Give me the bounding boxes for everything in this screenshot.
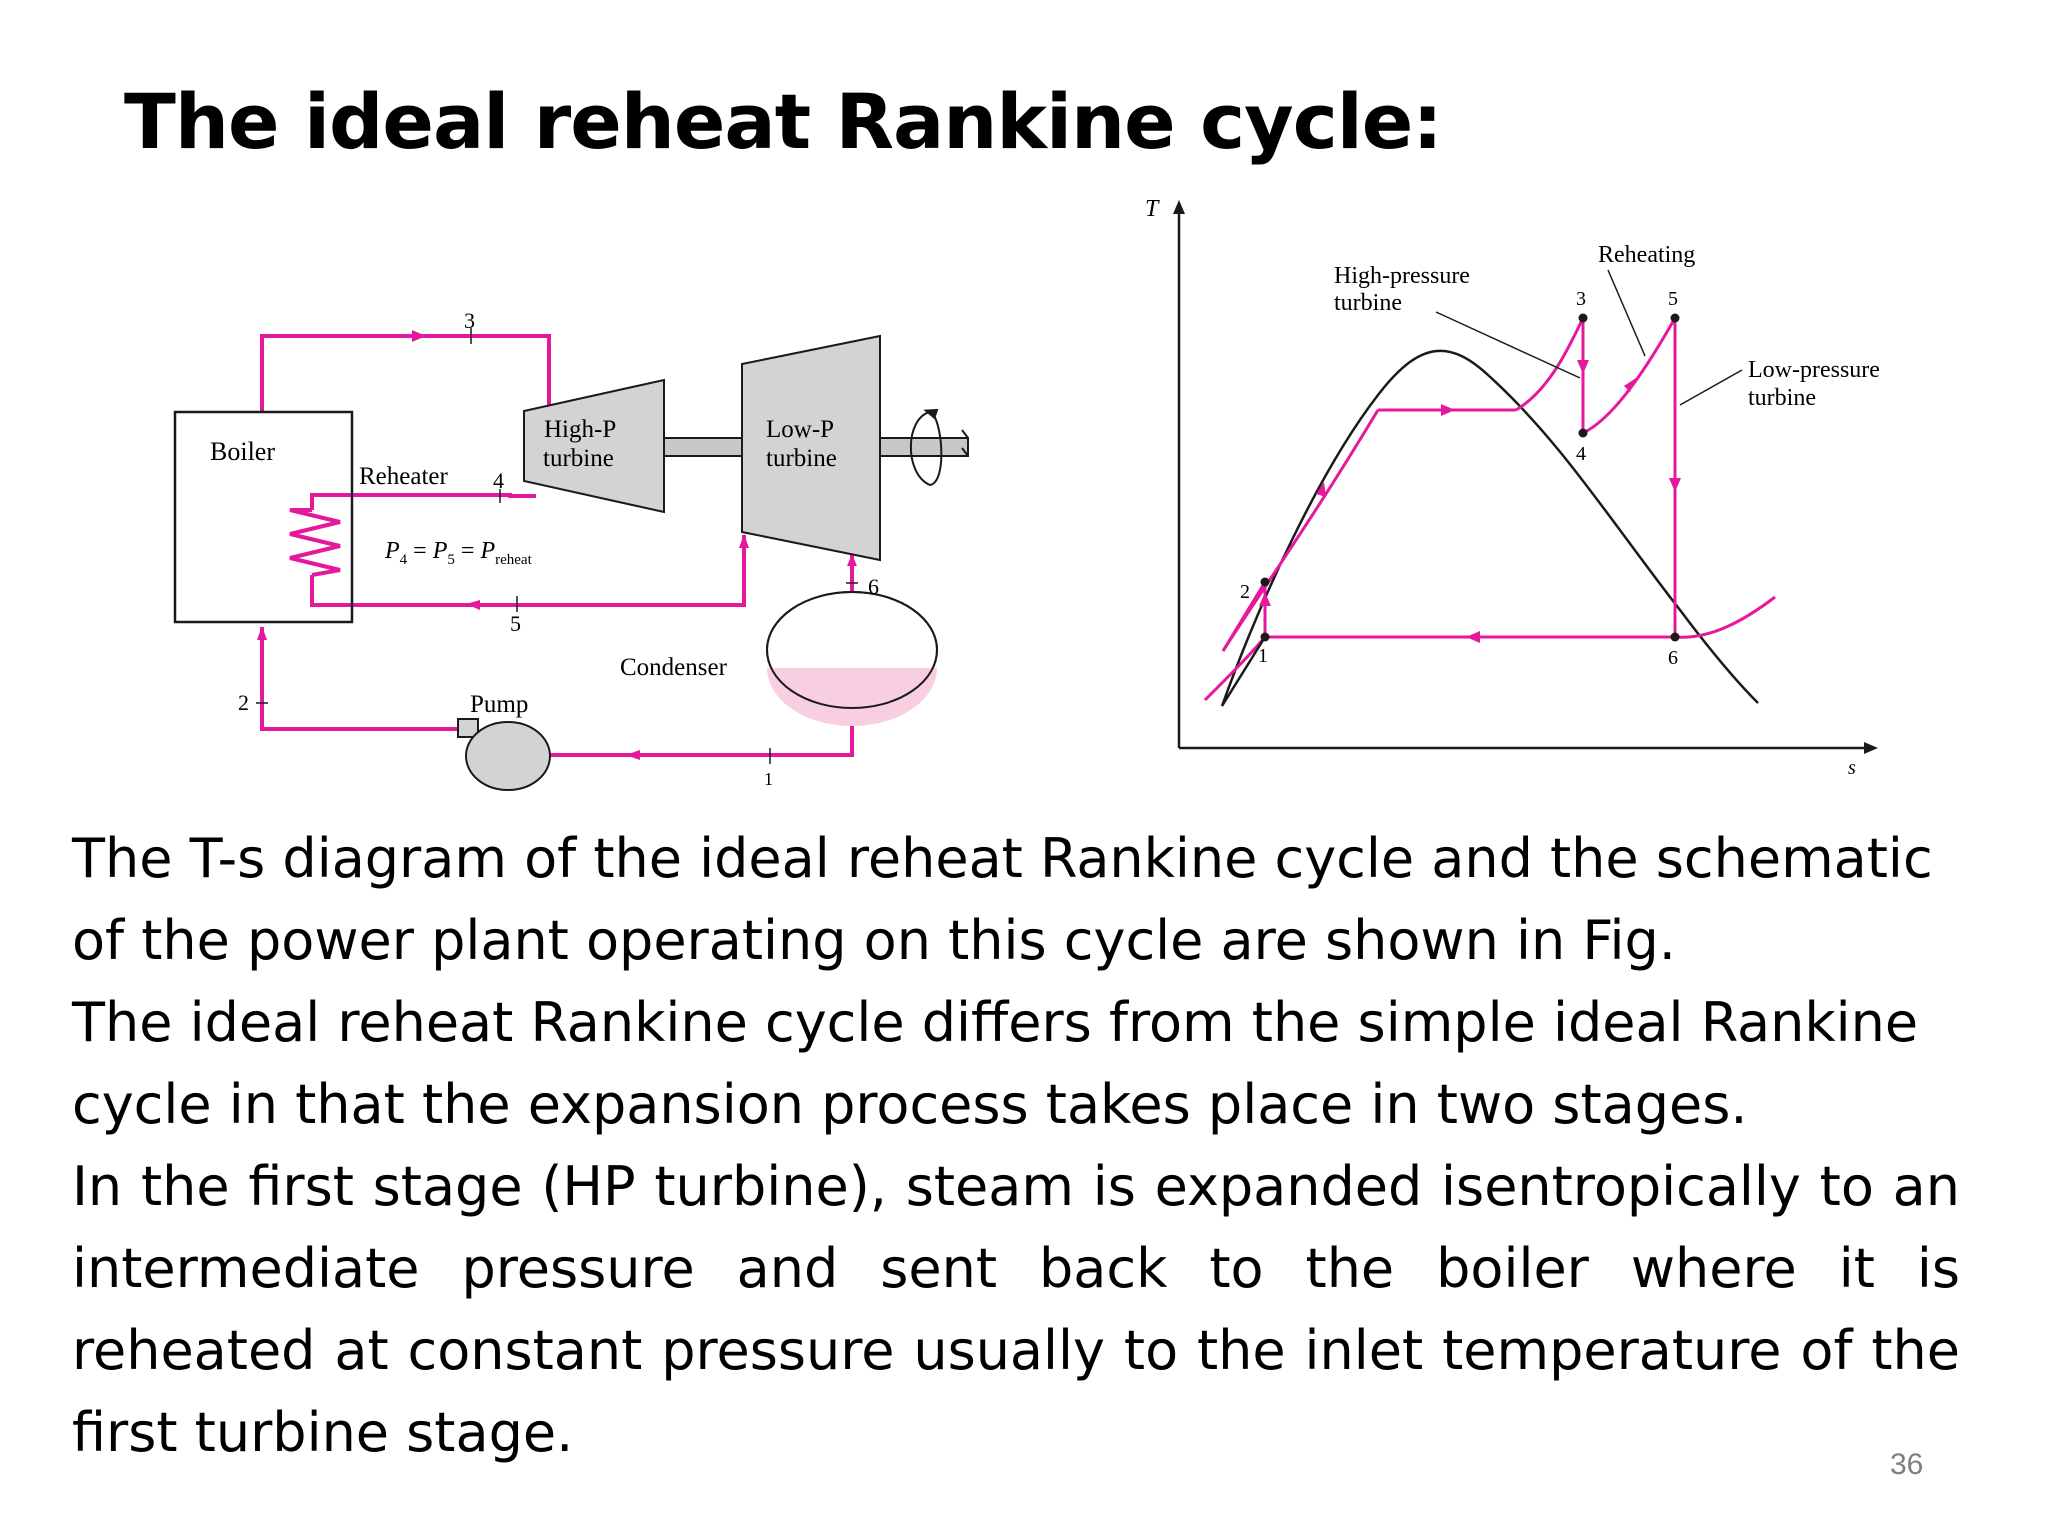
pipe-boiler-to-hp-turbine	[260, 334, 551, 458]
process-arrows	[1259, 360, 1681, 643]
ts-state-1: 1	[1258, 645, 1268, 667]
ts-state-3: 3	[1576, 288, 1586, 310]
hp-turbine-label-2: turbine	[543, 445, 614, 472]
ts-state-4: 4	[1576, 443, 1586, 465]
figure: Boiler Reheater High-P turbine Low-P tur…	[173, 196, 1880, 791]
slide-title: The ideal reheat Rankine cycle:	[124, 77, 1443, 166]
state-point-ticks	[256, 328, 858, 764]
pipe-pump-to-boiler	[260, 627, 470, 731]
page-number: 36	[1890, 1448, 1924, 1481]
rotation-arrow-icon	[909, 408, 969, 487]
hp-turbine-callout-2: turbine	[1334, 290, 1402, 316]
hp-turbine-callout-1: High-pressure	[1334, 263, 1470, 289]
lp-turbine-label-2: turbine	[766, 445, 837, 472]
body-text: The T-s diagram of the ideal reheat Rank…	[72, 818, 1960, 1474]
state-dots	[1260, 313, 1680, 642]
schematic-state-2: 2	[238, 690, 249, 715]
reheating-callout: Reheating	[1598, 242, 1695, 268]
schematic-state-5: 5	[510, 611, 521, 636]
pipe-reheater-to-lp-turbine	[310, 535, 746, 607]
pipe-hp-turbine-to-reheater	[310, 493, 536, 510]
ts-axes	[1177, 212, 1866, 750]
turbine-shaft	[663, 437, 743, 457]
ts-state-5: 5	[1668, 288, 1678, 310]
t-axis-label: T	[1145, 196, 1160, 222]
lp-turbine-label-1: Low-P	[766, 416, 834, 443]
condenser-label: Condenser	[620, 654, 728, 681]
reheater-label: Reheater	[359, 463, 449, 490]
schematic-state-3: 3	[464, 308, 475, 333]
plant-schematic: Boiler Reheater High-P turbine Low-P tur…	[173, 308, 969, 791]
paragraph-2: The ideal reheat Rankine cycle differs f…	[72, 991, 1919, 1136]
schematic-state-4: 4	[493, 468, 504, 493]
hp-turbine-label-1: High-P	[544, 416, 616, 443]
reheat-pressure-equation: P4 = P5 = Preheat	[384, 538, 533, 568]
ts-diagram: T s	[1145, 196, 1880, 779]
flow-arrows	[257, 330, 857, 760]
sat-liquid-line	[1220, 636, 1267, 707]
schematic-state-6: 6	[868, 574, 879, 599]
cycle-path	[1203, 317, 1776, 702]
reheater-coil	[289, 508, 341, 577]
lp-turbine-callout-1: Low-pressure	[1748, 357, 1880, 383]
s-axis-arrow-icon	[1864, 742, 1878, 754]
ts-state-6: 6	[1668, 647, 1678, 669]
hp-turbine	[523, 378, 665, 514]
pump-label: Pump	[470, 691, 528, 718]
boiler	[173, 410, 354, 624]
s-axis-label: s	[1848, 757, 1856, 779]
schematic-state-1: 1	[764, 769, 773, 789]
output-shaft	[879, 437, 969, 457]
saturation-dome	[1220, 349, 1759, 707]
ts-state-2: 2	[1240, 581, 1250, 603]
condenser	[766, 591, 938, 726]
paragraph-3: In the first stage (HP turbine), steam i…	[72, 1155, 1960, 1464]
boiler-label: Boiler	[210, 437, 275, 466]
pump	[457, 718, 551, 791]
paragraph-1: The T-s diagram of the ideal reheat Rank…	[72, 827, 1933, 972]
t-axis-arrow-icon	[1173, 200, 1185, 214]
callout-leaders	[1435, 269, 1743, 406]
lp-turbine-callout-2: turbine	[1748, 385, 1816, 411]
lp-turbine	[741, 334, 881, 562]
